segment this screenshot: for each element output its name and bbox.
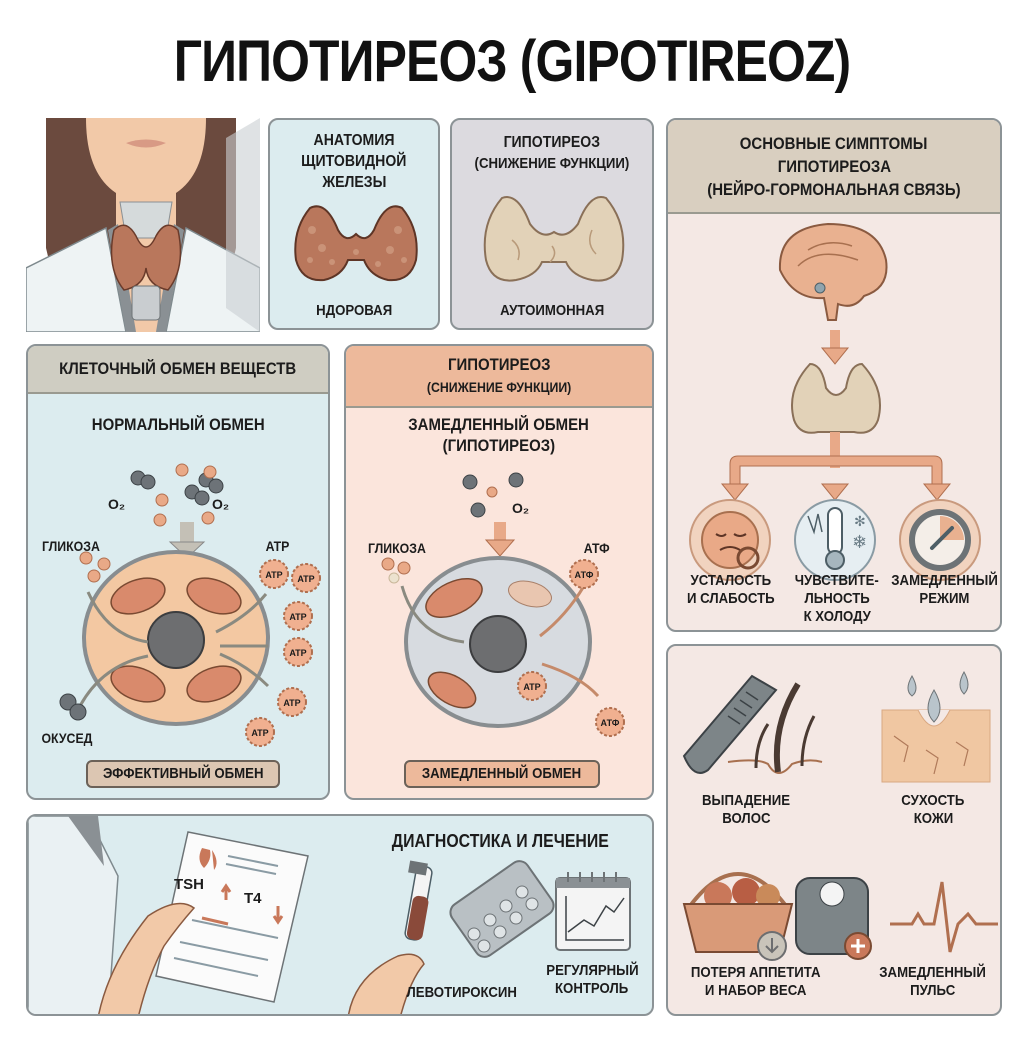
thermometer-cold-icon: ✻ ❄ xyxy=(794,499,876,581)
tired-face-icon xyxy=(689,499,771,581)
lab-report-icon xyxy=(155,831,309,1003)
slow-atf-label: АТФ xyxy=(583,540,610,556)
atp-badge: ATP xyxy=(251,728,269,738)
o2-right-label: O₂ xyxy=(212,496,230,512)
cell-metabolism-panel: КЛЕТОЧНЫЙ ОБМЕН ВЕЩЕСТВ НОРМАЛЬНЫЙ ОБМЕН xyxy=(26,344,330,800)
neck-thyroid-illustration xyxy=(26,118,260,332)
pulse-icon xyxy=(890,881,998,953)
calendar-chart-icon xyxy=(555,872,631,951)
atp-badge: ATP xyxy=(523,682,541,692)
symptoms-heading-1: ОСНОВНЫЕ СИМПТОМЫ xyxy=(740,134,928,153)
diagnostics-panel: ДИАГНОСТИКА И ЛЕЧЕНИЕ TSH T4 ЛЕВОТИРОКСИ… xyxy=(26,814,654,1016)
atp-badge: ATP xyxy=(297,574,315,584)
autoimmune-caption: АУТОИМОННАЯ xyxy=(499,302,605,319)
levothyroxine-label: ЛЕВОТИРОКСИН xyxy=(406,984,518,1001)
tsh-label: TSH xyxy=(174,876,204,893)
healthy-caption: НДОРОВАЯ xyxy=(315,302,393,319)
slow-pulse-line-1: ЗАМЕДЛЕННЫЙ xyxy=(879,964,987,981)
slow-cell-diagram xyxy=(381,472,625,737)
diagnostics-header: ДИАГНОСТИКА И ЛЕЧЕНИЕ xyxy=(391,831,609,851)
pill-blister-icon xyxy=(449,860,555,958)
portrait-illustration xyxy=(26,118,260,332)
slow-pulse-line-2: ПУЛЬС xyxy=(910,982,956,999)
metabolism-header: КЛЕТОЧНЫЙ ОБМЕН ВЕЩЕСТВ xyxy=(59,359,297,378)
glucose-label: ГЛИКОЗА xyxy=(41,538,100,554)
slow-glucose-label: ГЛИКОЗА xyxy=(367,540,426,556)
neuro-hormonal-diagram: ✻ ❄ xyxy=(689,222,981,581)
hypo-heading-1: ГИПОТИРЕОЗ xyxy=(503,134,601,151)
symptoms-heading-3: (НЕЙРО-ГОРМОНАЛЬНАЯ СВЯЗЬ) xyxy=(707,180,961,199)
efficient-metabolism-badge: ЭФФЕКТИВНЫЙ ОБМЕН xyxy=(102,765,264,782)
slow-header-1: ГИПОТИРЕОЗ xyxy=(447,355,551,374)
slow-subtitle-2: (ГИПОТИРЕОЗ) xyxy=(442,436,556,455)
hypo-heading-2: (СНИЖЕНИЕ ФУНКЦИИ) xyxy=(474,155,630,172)
o2-left-label: O₂ xyxy=(108,496,126,512)
hair-loss-line-1: ВЫПАДЕНИЕ xyxy=(702,792,790,809)
fruit-basket-icon xyxy=(682,872,794,961)
other-symptoms-illustrations xyxy=(682,670,998,961)
main-symptoms-panel: ОСНОВНЫЕ СИМПТОМЫ ГИПОТИРЕОЗА (НЕЙРО-ГОР… xyxy=(666,118,1002,632)
atf-badge: АТФ xyxy=(600,718,620,728)
anatomy-panel: АНАТОМИЯ ЩИТОВИДНОЙ ЖЕЛЕЗЫ НДОРОВАЯ xyxy=(268,118,440,330)
blood-tube-icon xyxy=(404,860,433,941)
svg-text:❄: ❄ xyxy=(852,532,867,552)
atp-badge: ATP xyxy=(289,648,307,658)
atp-label: ATP xyxy=(265,538,290,554)
other-symptoms-panel: ВЫПАДЕНИЕ ВОЛОС СУХОСТЬ КОЖИ ПОТЕРЯ АППЕ… xyxy=(666,644,1002,1016)
hair-loss-line-2: ВОЛОС xyxy=(721,810,771,827)
slow-o2-label: O₂ xyxy=(512,500,530,516)
symptom-fatigue-line-2: И СЛАБОСТЬ xyxy=(687,590,775,607)
symptom-cold-line-1: ЧУВСТВИТЕ- xyxy=(794,572,880,589)
atp-badge: ATP xyxy=(265,570,283,580)
oxygen-label: ОКУСЕД xyxy=(41,730,93,746)
appetite-weight-line-2: И НАБОР ВЕСА xyxy=(705,982,807,999)
slow-metabolism-badge: ЗАМЕДЛЕННЫЙ ОБМЕН xyxy=(422,765,582,782)
atp-badge: ATP xyxy=(289,612,307,622)
normal-cell-diagram xyxy=(59,463,321,747)
anatomy-heading-2: ЩИТОВИДНОЙ xyxy=(301,153,407,170)
gauge-icon xyxy=(899,499,981,581)
anatomy-heading-1: АНАТОМИЯ xyxy=(313,132,395,149)
dry-skin-line-1: СУХОСТЬ xyxy=(901,792,965,809)
bathroom-scale-icon xyxy=(795,877,872,960)
slow-subtitle-1: ЗАМЕДЛЕННЫЙ ОБМЕН xyxy=(408,415,590,434)
normal-metabolism-title: НОРМАЛЬНЫЙ ОБМЕН xyxy=(91,415,265,434)
dry-skin-icon xyxy=(881,670,991,783)
svg-text:✻: ✻ xyxy=(854,513,866,529)
atp-badge: ATP xyxy=(283,698,301,708)
dry-skin-line-2: КОЖИ xyxy=(913,810,953,827)
healthy-thyroid-icon xyxy=(294,205,418,282)
symptom-slow-line-1: ЗАМЕДЛЕННЫЙ xyxy=(891,572,998,589)
appetite-weight-line-1: ПОТЕРЯ АППЕТИТА xyxy=(691,964,821,981)
symptom-slow-line-2: РЕЖИМ xyxy=(918,590,970,607)
anatomy-heading-3: ЖЕЛЕЗЫ xyxy=(322,174,386,191)
symptom-fatigue-line-1: УСТАЛОСТЬ xyxy=(690,572,772,589)
symptom-cold-line-3: К ХОЛОДУ xyxy=(803,608,871,625)
diagnostics-illustration xyxy=(28,816,631,1014)
symptoms-heading-2: ГИПОТИРЕОЗА xyxy=(777,157,891,176)
symptom-cold-line-2: ЛЬНОСТЬ xyxy=(804,590,870,607)
regular-control-line-1: РЕГУЛЯРНЫЙ xyxy=(545,962,639,979)
page-title: ГИПОТИРЕОЗ (GIPOTIREOZ) xyxy=(173,29,851,94)
slow-metabolism-panel: ГИПОТИРЕОЗ (СНИЖЕНИЕ ФУНКЦИИ) ЗАМЕДЛЕННЫ… xyxy=(344,344,654,800)
slow-header-2: (СНИЖЕНИЕ ФУНКЦИИ) xyxy=(426,379,572,395)
t4-label: T4 xyxy=(244,890,262,907)
comb-hair-icon xyxy=(682,674,823,774)
hypothyroid-gland-panel: ГИПОТИРЕОЗ (СНИЖЕНИЕ ФУНКЦИИ) АУТОИМОННА… xyxy=(450,118,654,330)
brain-icon xyxy=(778,222,888,321)
regular-control-line-2: КОНТРОЛЬ xyxy=(555,980,629,997)
autoimmune-thyroid-icon xyxy=(483,196,625,282)
atf-badge: АТФ xyxy=(574,570,594,580)
